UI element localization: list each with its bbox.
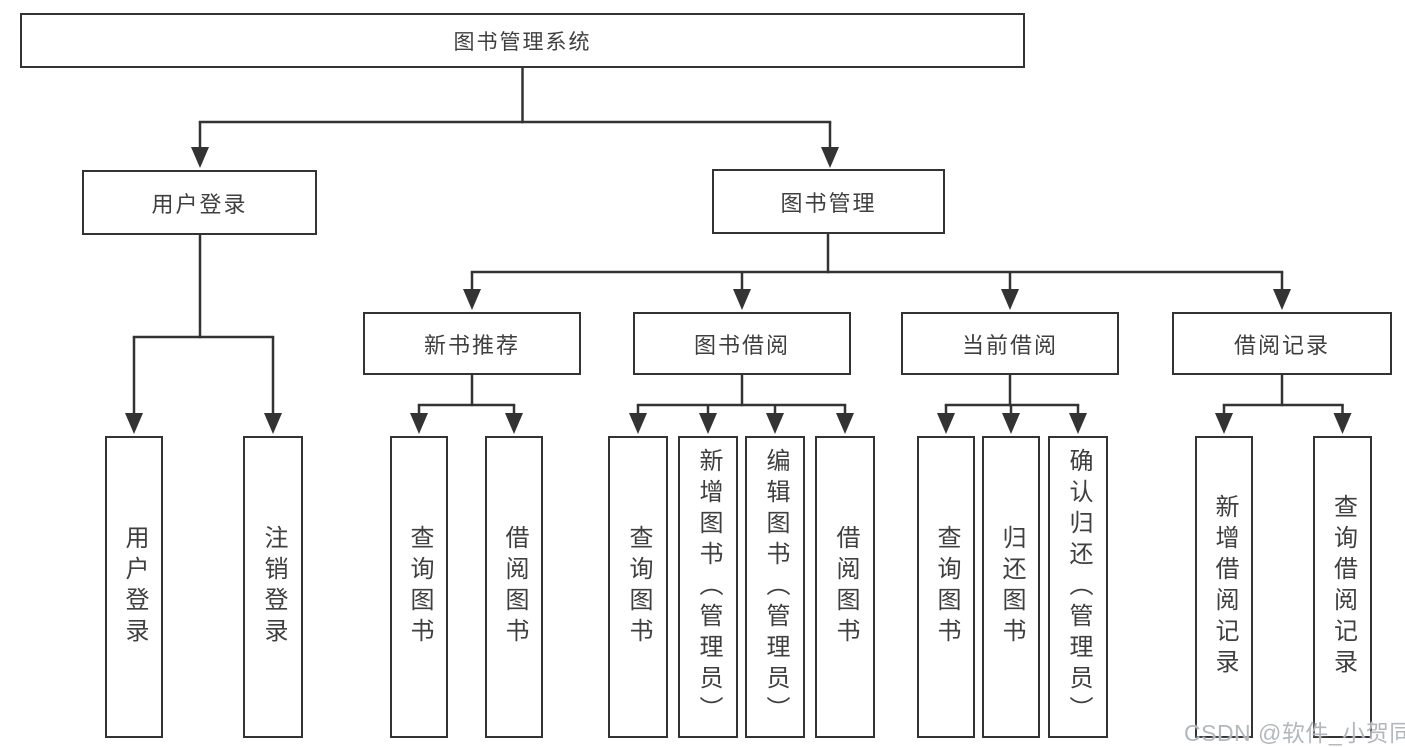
leaf-query-books-borrowing: 查询图书	[608, 436, 668, 738]
leaf-confirm-return-admin: 确认归还（管理员）	[1048, 436, 1108, 738]
node-current-borrowing: 当前借阅	[901, 312, 1119, 375]
node-book-management: 图书管理	[712, 169, 945, 234]
node-library-system-root: 图书管理系统	[20, 13, 1025, 68]
node-user-login: 用户登录	[82, 170, 317, 235]
leaf-logout: 注销登录	[243, 436, 303, 738]
leaf-query-books-recommend: 查询图书	[390, 436, 448, 738]
watermark: CSDN @软件_小贺同学	[1184, 720, 1405, 746]
leaf-borrow-books-borrowing: 借阅图书	[815, 436, 875, 738]
leaf-user-login: 用户登录	[105, 436, 163, 738]
node-borrowing-records: 借阅记录	[1172, 312, 1392, 375]
leaf-return-books: 归还图书	[982, 436, 1040, 738]
leaf-query-books-current: 查询图书	[917, 436, 975, 738]
leaf-query-borrow-record: 查询借阅记录	[1313, 436, 1372, 738]
leaf-edit-books-admin: 编辑图书（管理员）	[745, 436, 805, 738]
node-new-book-recommend: 新书推荐	[363, 312, 581, 375]
node-book-borrowing: 图书借阅	[633, 312, 851, 375]
leaf-add-books-admin: 新增图书（管理员）	[678, 436, 738, 738]
leaf-add-borrow-record: 新增借阅记录	[1195, 436, 1253, 738]
leaf-borrow-books-recommend: 借阅图书	[485, 436, 543, 738]
